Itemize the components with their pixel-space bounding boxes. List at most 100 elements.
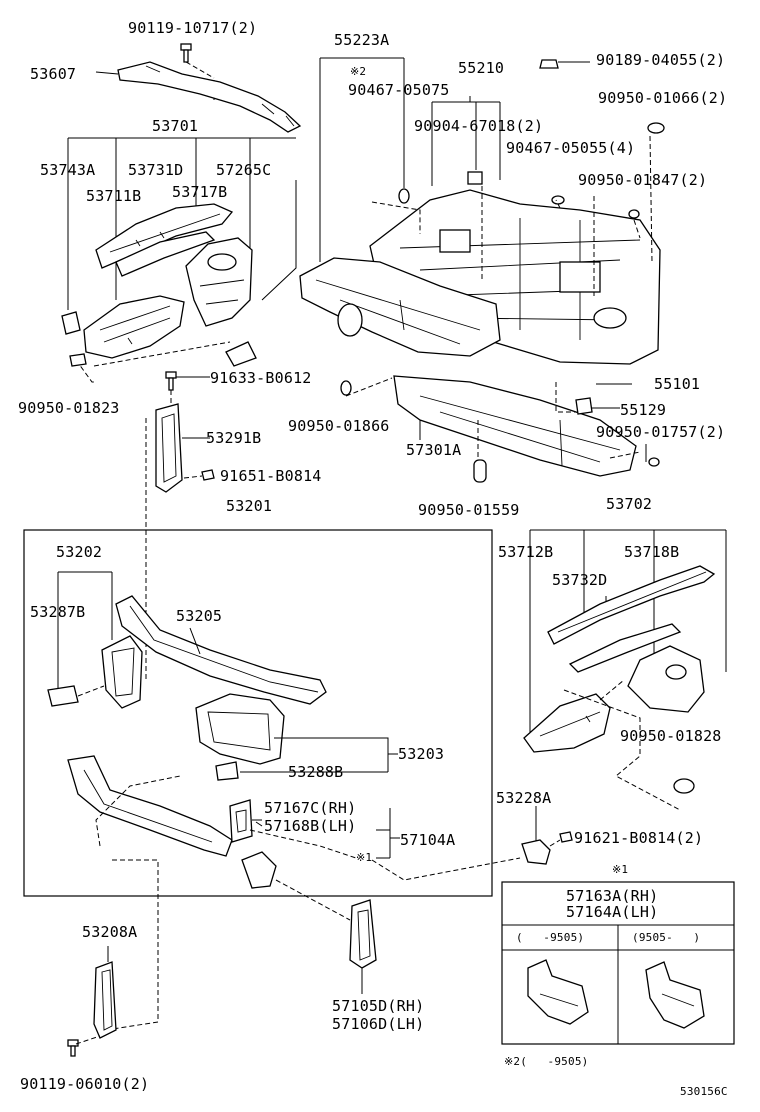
support-53205-icon[interactable] bbox=[115, 595, 327, 705]
apron-lower-53718b-icon[interactable] bbox=[568, 623, 682, 673]
callout-57168b[interactable]: 57168B(LH) bbox=[264, 817, 357, 835]
inset-marker: ※1 bbox=[612, 863, 629, 876]
callout-91621-b0814[interactable]: 91621-B0814(2) bbox=[574, 829, 704, 847]
brace-53287b-icon[interactable] bbox=[101, 635, 143, 709]
callout-53203[interactable]: 53203 bbox=[398, 745, 445, 763]
nut-90189-04055-icon[interactable] bbox=[539, 59, 559, 69]
callout-53702[interactable]: 53702 bbox=[606, 495, 653, 513]
leader-53702 bbox=[529, 529, 727, 736]
callout-90950-01066[interactable]: 90950-01066(2) bbox=[598, 89, 728, 107]
callout-90467-05055[interactable]: 90467-05055(4) bbox=[506, 139, 636, 157]
callout-90950-01866[interactable]: 90950-01866 bbox=[288, 417, 390, 435]
callout-90119-06010[interactable]: 90119-06010(2) bbox=[20, 1075, 150, 1093]
callout-53288b[interactable]: 53288B bbox=[288, 763, 344, 781]
leader-53202 bbox=[57, 571, 113, 690]
callout-90950-01559[interactable]: 90950-01559 bbox=[418, 501, 520, 519]
callout-57104a[interactable]: 57104A bbox=[400, 831, 456, 849]
callout-57265c[interactable]: 57265C bbox=[216, 161, 272, 179]
bracket-55129-icon[interactable] bbox=[575, 397, 593, 415]
plate-53743a-icon[interactable] bbox=[61, 311, 81, 335]
apron-main-53712b-icon[interactable] bbox=[523, 693, 611, 753]
bracket-53287b-icon[interactable] bbox=[47, 685, 79, 707]
apron-lower-53717b-icon[interactable] bbox=[115, 231, 216, 277]
callout-53202[interactable]: 53202 bbox=[56, 543, 103, 561]
callout-91651-b0814[interactable]: 91651-B0814 bbox=[220, 467, 322, 485]
plug-90950-01559-icon[interactable] bbox=[473, 459, 487, 483]
apron-rear-53718b-icon[interactable] bbox=[627, 645, 705, 713]
callout-53743a[interactable]: 53743A bbox=[40, 161, 96, 179]
callout-53205[interactable]: 53205 bbox=[176, 607, 223, 625]
callout-91633-b0612[interactable]: 91633-B0612 bbox=[210, 369, 312, 387]
bolt-91651-b0814-icon[interactable] bbox=[201, 469, 215, 481]
callout-53718b[interactable]: 53718B bbox=[624, 543, 680, 561]
leader-53205 bbox=[189, 627, 201, 655]
bracket-53228a-icon[interactable] bbox=[521, 839, 551, 865]
callout-53201[interactable]: 53201 bbox=[226, 497, 273, 515]
inset-title-lh[interactable]: 57164A(LH) bbox=[566, 903, 659, 921]
callout-53731d[interactable]: 53731D bbox=[128, 161, 184, 179]
callout-53717b[interactable]: 53717B bbox=[172, 183, 228, 201]
callout-57167c[interactable]: 57167C(RH) bbox=[264, 799, 357, 817]
leader-90119-06010 bbox=[75, 1035, 101, 1045]
callout-55101[interactable]: 55101 bbox=[654, 375, 701, 393]
callout-53607[interactable]: 53607 bbox=[30, 65, 77, 83]
callout-57105d[interactable]: 57105D(RH) bbox=[332, 997, 425, 1015]
bracket-57167c-icon[interactable] bbox=[229, 799, 253, 843]
bolt-91633-b0612-icon[interactable] bbox=[165, 371, 177, 391]
plug-90950-01847-icon[interactable] bbox=[628, 209, 640, 219]
callout-55223a[interactable]: 55223A bbox=[334, 31, 390, 49]
leaders-dash-panel-solid bbox=[419, 96, 647, 462]
callout-55210[interactable]: 55210 bbox=[458, 59, 505, 77]
bracket-small-icon[interactable] bbox=[225, 341, 257, 367]
callout-90189-04055[interactable]: 90189-04055(2) bbox=[596, 51, 726, 69]
callout-90950-01828[interactable]: 90950-01828 bbox=[620, 727, 722, 745]
bracket-57104a-icon[interactable] bbox=[241, 851, 277, 889]
brace-53291b-icon[interactable] bbox=[155, 403, 183, 493]
callout-90950-01823[interactable]: 90950-01823 bbox=[18, 399, 120, 417]
callout-53732d[interactable]: 53732D bbox=[552, 571, 608, 589]
diagram-id: 530156C bbox=[680, 1085, 728, 1098]
plug-90950-01757-icon[interactable] bbox=[648, 457, 660, 467]
clip-90904-67018-icon[interactable] bbox=[467, 171, 483, 185]
leader-53203 bbox=[240, 737, 398, 773]
member-53208a-icon[interactable] bbox=[93, 961, 117, 1039]
apron-upper-53732d-icon[interactable] bbox=[547, 565, 716, 645]
inset-title-rh[interactable]: 57163A(RH) bbox=[566, 887, 659, 905]
callout-57106d[interactable]: 57106D(LH) bbox=[332, 1015, 425, 1033]
callout-90467-05075[interactable]: 90467-05075 bbox=[348, 81, 450, 99]
plug-90950-01823-icon[interactable] bbox=[69, 353, 87, 367]
member-53208a-upper-icon[interactable] bbox=[67, 755, 233, 857]
callout-53701[interactable]: 53701 bbox=[152, 117, 199, 135]
callout-90950-01757[interactable]: 90950-01757(2) bbox=[596, 423, 726, 441]
callout-90119-10717[interactable]: 90119-10717(2) bbox=[128, 19, 258, 37]
plug-90950-01828-icon[interactable] bbox=[673, 778, 695, 794]
bracket-57105d-icon[interactable] bbox=[349, 899, 377, 969]
plug-90950-01066-icon[interactable] bbox=[647, 122, 665, 134]
cowl-57301a-icon[interactable] bbox=[393, 375, 637, 477]
callout-90904-67018[interactable]: 90904-67018(2) bbox=[414, 117, 544, 135]
callout-90950-01847[interactable]: 90950-01847(2) bbox=[578, 171, 708, 189]
bolt-91621-b0814-icon[interactable] bbox=[559, 831, 573, 843]
bolt-90467-05055-icon[interactable] bbox=[551, 195, 565, 205]
callout-53287b[interactable]: 53287B bbox=[30, 603, 86, 621]
callout-53711b[interactable]: 53711B bbox=[86, 187, 142, 205]
bracket-53288b-icon[interactable] bbox=[215, 761, 239, 781]
bolt-90119-10717-icon[interactable] bbox=[180, 43, 192, 63]
bolt-90119-06010-icon[interactable] bbox=[67, 1039, 79, 1057]
callout-53291b[interactable]: 53291B bbox=[206, 429, 262, 447]
cowl-brace-53607-icon[interactable] bbox=[117, 61, 302, 133]
plug-90950-01866-icon[interactable] bbox=[340, 380, 352, 396]
panel-53203-icon[interactable] bbox=[195, 693, 285, 765]
callout-57301a[interactable]: 57301A bbox=[406, 441, 462, 459]
apron-main-53743a-icon[interactable] bbox=[83, 295, 185, 359]
callout-53208a[interactable]: 53208A bbox=[82, 923, 138, 941]
apron-57265c-icon[interactable] bbox=[185, 237, 253, 327]
callout-55129[interactable]: 55129 bbox=[620, 401, 667, 419]
callout-53228a[interactable]: 53228A bbox=[496, 789, 552, 807]
insulator-55223a-icon[interactable] bbox=[299, 257, 501, 357]
leaders-53201-group bbox=[95, 775, 521, 1031]
leader-53287b bbox=[77, 685, 105, 697]
callout-53712b[interactable]: 53712B bbox=[498, 543, 554, 561]
bolt-90467-05075-icon[interactable] bbox=[398, 188, 410, 204]
